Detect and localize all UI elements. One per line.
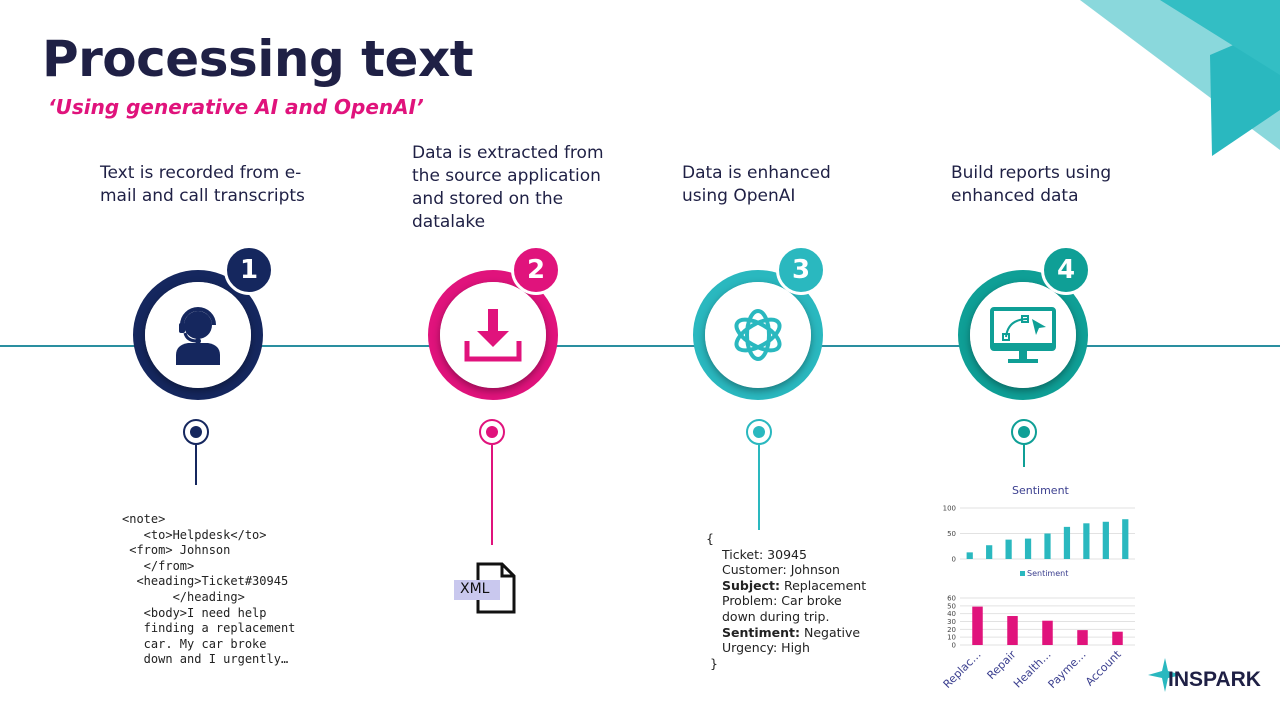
chart-legend: Sentiment bbox=[1020, 569, 1068, 578]
bar bbox=[1063, 526, 1071, 559]
brand-logo: INSPARK bbox=[1148, 658, 1261, 692]
email-transcript-sample: <note> <to>Helpdesk</to> <from> Johnson … bbox=[122, 512, 295, 668]
y-tick-label: 60 bbox=[947, 595, 956, 603]
xml-label: XML bbox=[460, 581, 490, 597]
sentiment-bar-chart: 0 50 100 bbox=[943, 505, 1135, 564]
step-1-badge: 1 bbox=[224, 245, 274, 295]
x-tick-label: Account bbox=[1083, 647, 1124, 688]
bar bbox=[1112, 631, 1123, 645]
email-line: finding a replacement bbox=[122, 621, 296, 636]
y-tick-label: 30 bbox=[947, 618, 956, 626]
y-tick-label: 100 bbox=[943, 505, 956, 513]
y-tick-label: 0 bbox=[952, 556, 956, 564]
headset-agent-icon bbox=[176, 307, 220, 365]
xml-file-icon bbox=[454, 562, 516, 614]
brand-name: INSPARK bbox=[1168, 668, 1261, 691]
email-line: </heading> bbox=[122, 589, 245, 604]
email-line: car. My car broke bbox=[122, 636, 267, 651]
json-field: Problem: Car broke bbox=[722, 593, 842, 609]
step-4-marker bbox=[1011, 419, 1037, 445]
step-1-text: Text is recorded from e-mail and call tr… bbox=[100, 163, 305, 206]
bar bbox=[1044, 533, 1051, 559]
email-line: </from> bbox=[122, 558, 195, 573]
json-field: Urgency: High bbox=[722, 640, 810, 656]
bar bbox=[1122, 519, 1129, 559]
email-line: <body>I need help bbox=[122, 605, 267, 620]
y-tick-label: 40 bbox=[947, 610, 956, 618]
x-tick-label: Replac… bbox=[941, 648, 984, 691]
monitor-design-icon bbox=[990, 307, 1056, 363]
openai-logo-icon bbox=[734, 309, 782, 361]
legend-swatch bbox=[1020, 571, 1025, 576]
y-tick-label: 50 bbox=[947, 602, 956, 610]
json-field: Subject: Replacement bbox=[722, 577, 867, 593]
download-icon bbox=[464, 309, 522, 362]
email-line: <note> bbox=[122, 512, 166, 526]
step-2-badge: 2 bbox=[511, 245, 561, 295]
step-3-connector bbox=[758, 445, 760, 530]
y-tick-label: 20 bbox=[947, 626, 956, 634]
email-line: <to>Helpdesk</to> bbox=[122, 527, 267, 542]
json-field: Sentiment: Negative bbox=[722, 624, 861, 640]
bar bbox=[1102, 521, 1109, 559]
step-2-marker bbox=[479, 419, 505, 445]
bar bbox=[1005, 539, 1012, 559]
x-tick-label: Payme… bbox=[1046, 648, 1089, 691]
timeline-line bbox=[0, 345, 1280, 347]
step-1-connector bbox=[195, 445, 197, 485]
y-tick-label: 50 bbox=[947, 530, 956, 538]
page-title: Processing text bbox=[42, 30, 474, 88]
step-1-marker bbox=[183, 419, 209, 445]
bar bbox=[966, 552, 973, 559]
step-4-connector bbox=[1023, 445, 1025, 467]
bar bbox=[1042, 620, 1053, 645]
bar bbox=[1083, 523, 1090, 559]
email-line: down and I urgently… bbox=[122, 652, 289, 667]
bar bbox=[972, 606, 983, 645]
bar bbox=[1077, 630, 1088, 645]
category-bar-chart: 0102030405060Replac…RepairHealth…Payme…A… bbox=[941, 595, 1135, 691]
bar bbox=[986, 545, 993, 559]
page-subtitle: ‘Using generative AI and OpenAI’ bbox=[48, 95, 424, 119]
y-tick-label: 0 bbox=[952, 642, 956, 650]
xml-file: XML bbox=[452, 562, 522, 614]
json-open-brace: { bbox=[706, 531, 714, 546]
email-line: <from> Johnson bbox=[122, 543, 231, 558]
corner-decoration bbox=[1080, 0, 1280, 156]
x-tick-label: Repair bbox=[985, 648, 1019, 682]
email-line: <heading>Ticket#30945 bbox=[122, 574, 289, 589]
json-field: Customer: Johnson bbox=[722, 562, 840, 578]
bar bbox=[1024, 538, 1032, 559]
inspark-star-icon bbox=[1148, 658, 1182, 692]
step-3-marker bbox=[746, 419, 772, 445]
bar bbox=[1007, 616, 1018, 645]
chart-title: Sentiment bbox=[1012, 484, 1069, 497]
step-4-badge: 4 bbox=[1041, 245, 1091, 295]
json-field: down during trip. bbox=[722, 608, 830, 624]
json-close-brace: } bbox=[710, 655, 718, 671]
step-3-badge: 3 bbox=[776, 245, 826, 295]
step-2-connector bbox=[491, 445, 493, 545]
json-field: Ticket: 30945 bbox=[722, 546, 807, 562]
y-tick-label: 10 bbox=[947, 634, 956, 642]
step-2-circle bbox=[428, 270, 558, 400]
